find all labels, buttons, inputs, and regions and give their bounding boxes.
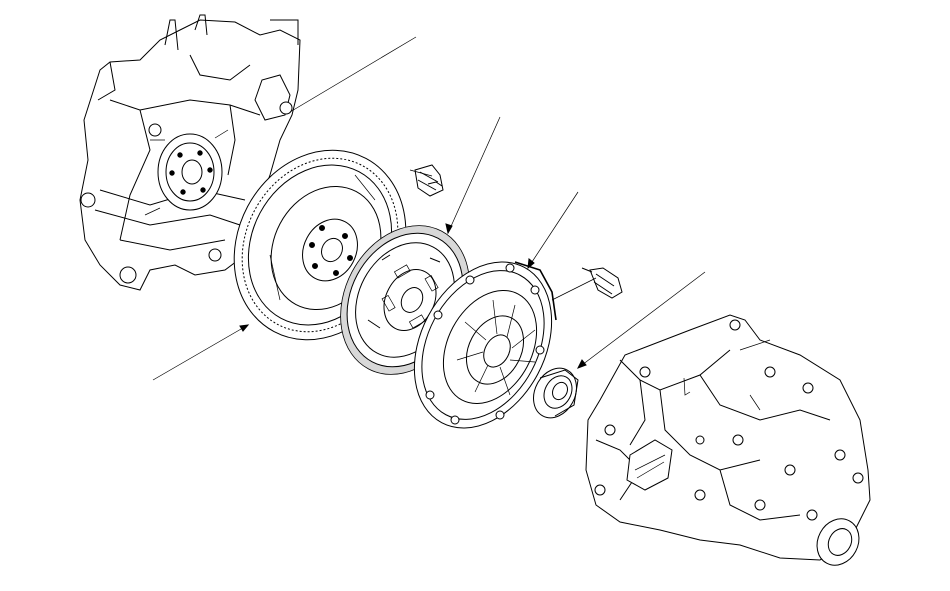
flywheel-callout — [152, 324, 250, 381]
plate-bolt-leader — [551, 277, 597, 301]
bolt-icon — [581, 267, 623, 299]
clutch-disc-callout — [445, 116, 501, 235]
release-bearing-icon — [533, 367, 579, 419]
flywheel-bolt-leader — [409, 169, 433, 177]
bolt-icon — [414, 164, 444, 197]
pressure-plate-icon — [413, 261, 557, 429]
transmission-icon — [585, 314, 871, 566]
release-bearing-callout — [576, 271, 706, 369]
pressure-plate-callout — [527, 191, 579, 270]
engine-callout — [289, 36, 417, 113]
